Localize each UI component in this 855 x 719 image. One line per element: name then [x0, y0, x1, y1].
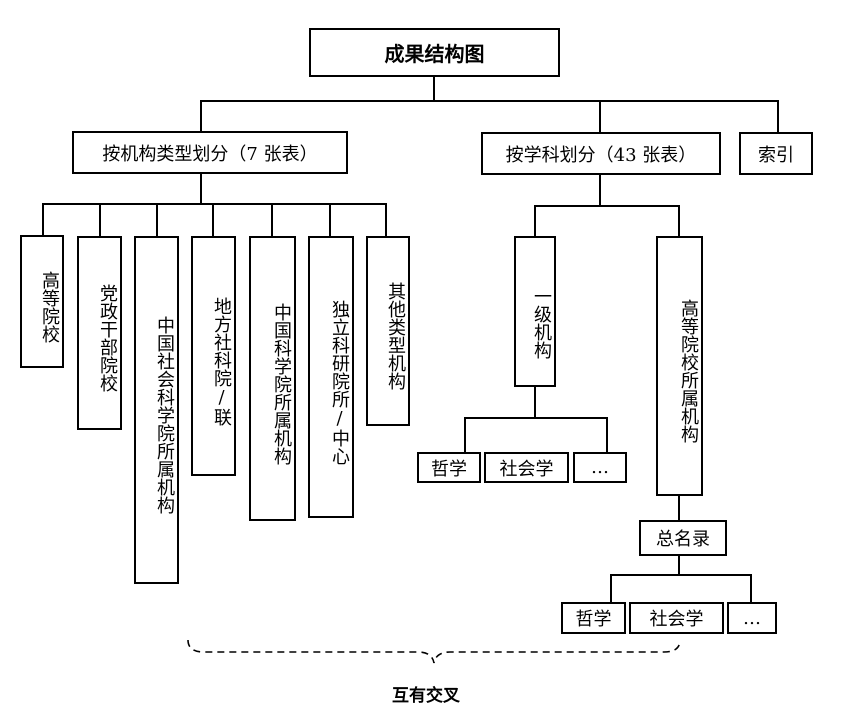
connector [678, 494, 680, 521]
org-type-node: 中国社会科学院所属机构 [134, 236, 179, 584]
connector [610, 574, 752, 576]
overlap-caption-label: 互有交叉 [392, 686, 460, 706]
by-subject-label: 按学科划分（43 张表） [505, 144, 697, 166]
connector [200, 100, 202, 132]
directory-child-label: 社会学 [649, 609, 704, 630]
university-label: 高等院校所属机构 [678, 299, 699, 443]
by-subject-node: 按学科划分（43 张表） [481, 132, 721, 175]
connector [599, 100, 601, 133]
connector [200, 100, 779, 102]
by-org-label: 按机构类型划分（7 张表） [102, 143, 318, 165]
org-type-label: 地方社科院/联 [211, 296, 232, 426]
org-type-node: 独立科研院所/中心 [308, 236, 354, 518]
org-type-node: 党政干部院校 [77, 236, 122, 430]
directory-child-node: 哲学 [561, 602, 626, 634]
brace-path [187, 639, 681, 664]
connector [99, 203, 101, 237]
connector [200, 172, 202, 204]
connector [610, 574, 612, 603]
connector [606, 417, 608, 453]
directory-child-label: 哲学 [575, 609, 612, 630]
org-type-label: 党政干部院校 [97, 284, 118, 392]
connector [678, 554, 680, 575]
root-label: 成果结构图 [384, 42, 485, 66]
root-node: 成果结构图 [309, 28, 560, 77]
connector [777, 100, 779, 133]
connector [750, 574, 752, 603]
connector [534, 205, 680, 207]
first-level-node: 一级机构 [514, 236, 556, 387]
org-type-label: 独立科研院所/中心 [329, 299, 350, 465]
connector [678, 205, 680, 238]
overlap-caption: 互有交叉 [392, 681, 460, 706]
university-node: 高等院校所属机构 [656, 236, 703, 496]
directory-child-node: 社会学 [629, 602, 724, 634]
connector [534, 205, 536, 238]
org-type-label: 其他类型机构 [385, 282, 406, 390]
org-type-label: 中国社会科学院所属机构 [154, 316, 175, 514]
subject-child-node: 哲学 [417, 452, 481, 483]
index-node: 索引 [739, 132, 813, 175]
connector [42, 203, 387, 205]
by-org-node: 按机构类型划分（7 张表） [72, 131, 348, 174]
connector [534, 385, 536, 418]
directory-node: 总名录 [639, 520, 727, 556]
connector [329, 203, 331, 237]
connector [271, 203, 273, 237]
first-level-label: 一级机构 [531, 286, 552, 359]
org-type-label: 中国科学院所属机构 [271, 302, 292, 465]
index-label: 索引 [758, 144, 794, 166]
connector [42, 203, 44, 236]
connector [385, 203, 387, 237]
connector [464, 417, 466, 453]
directory-child-node: … [727, 602, 777, 634]
directory-child-label: … [743, 607, 761, 629]
connector [433, 76, 435, 101]
directory-label: 总名录 [656, 529, 710, 550]
connector [464, 417, 608, 419]
subject-child-node: 社会学 [484, 452, 569, 483]
connector [156, 203, 158, 237]
org-type-node: 中国科学院所属机构 [249, 236, 296, 521]
subject-child-label: 社会学 [499, 458, 554, 480]
connector [599, 173, 601, 206]
org-type-node: 其他类型机构 [366, 236, 410, 426]
org-type-label: 高等院校 [39, 270, 60, 343]
connector [212, 203, 214, 237]
subject-child-label: 哲学 [431, 458, 467, 480]
org-type-node: 高等院校 [20, 235, 64, 368]
org-type-node: 地方社科院/联 [191, 236, 236, 476]
subject-child-label: … [591, 457, 609, 478]
subject-child-node: … [573, 452, 627, 483]
